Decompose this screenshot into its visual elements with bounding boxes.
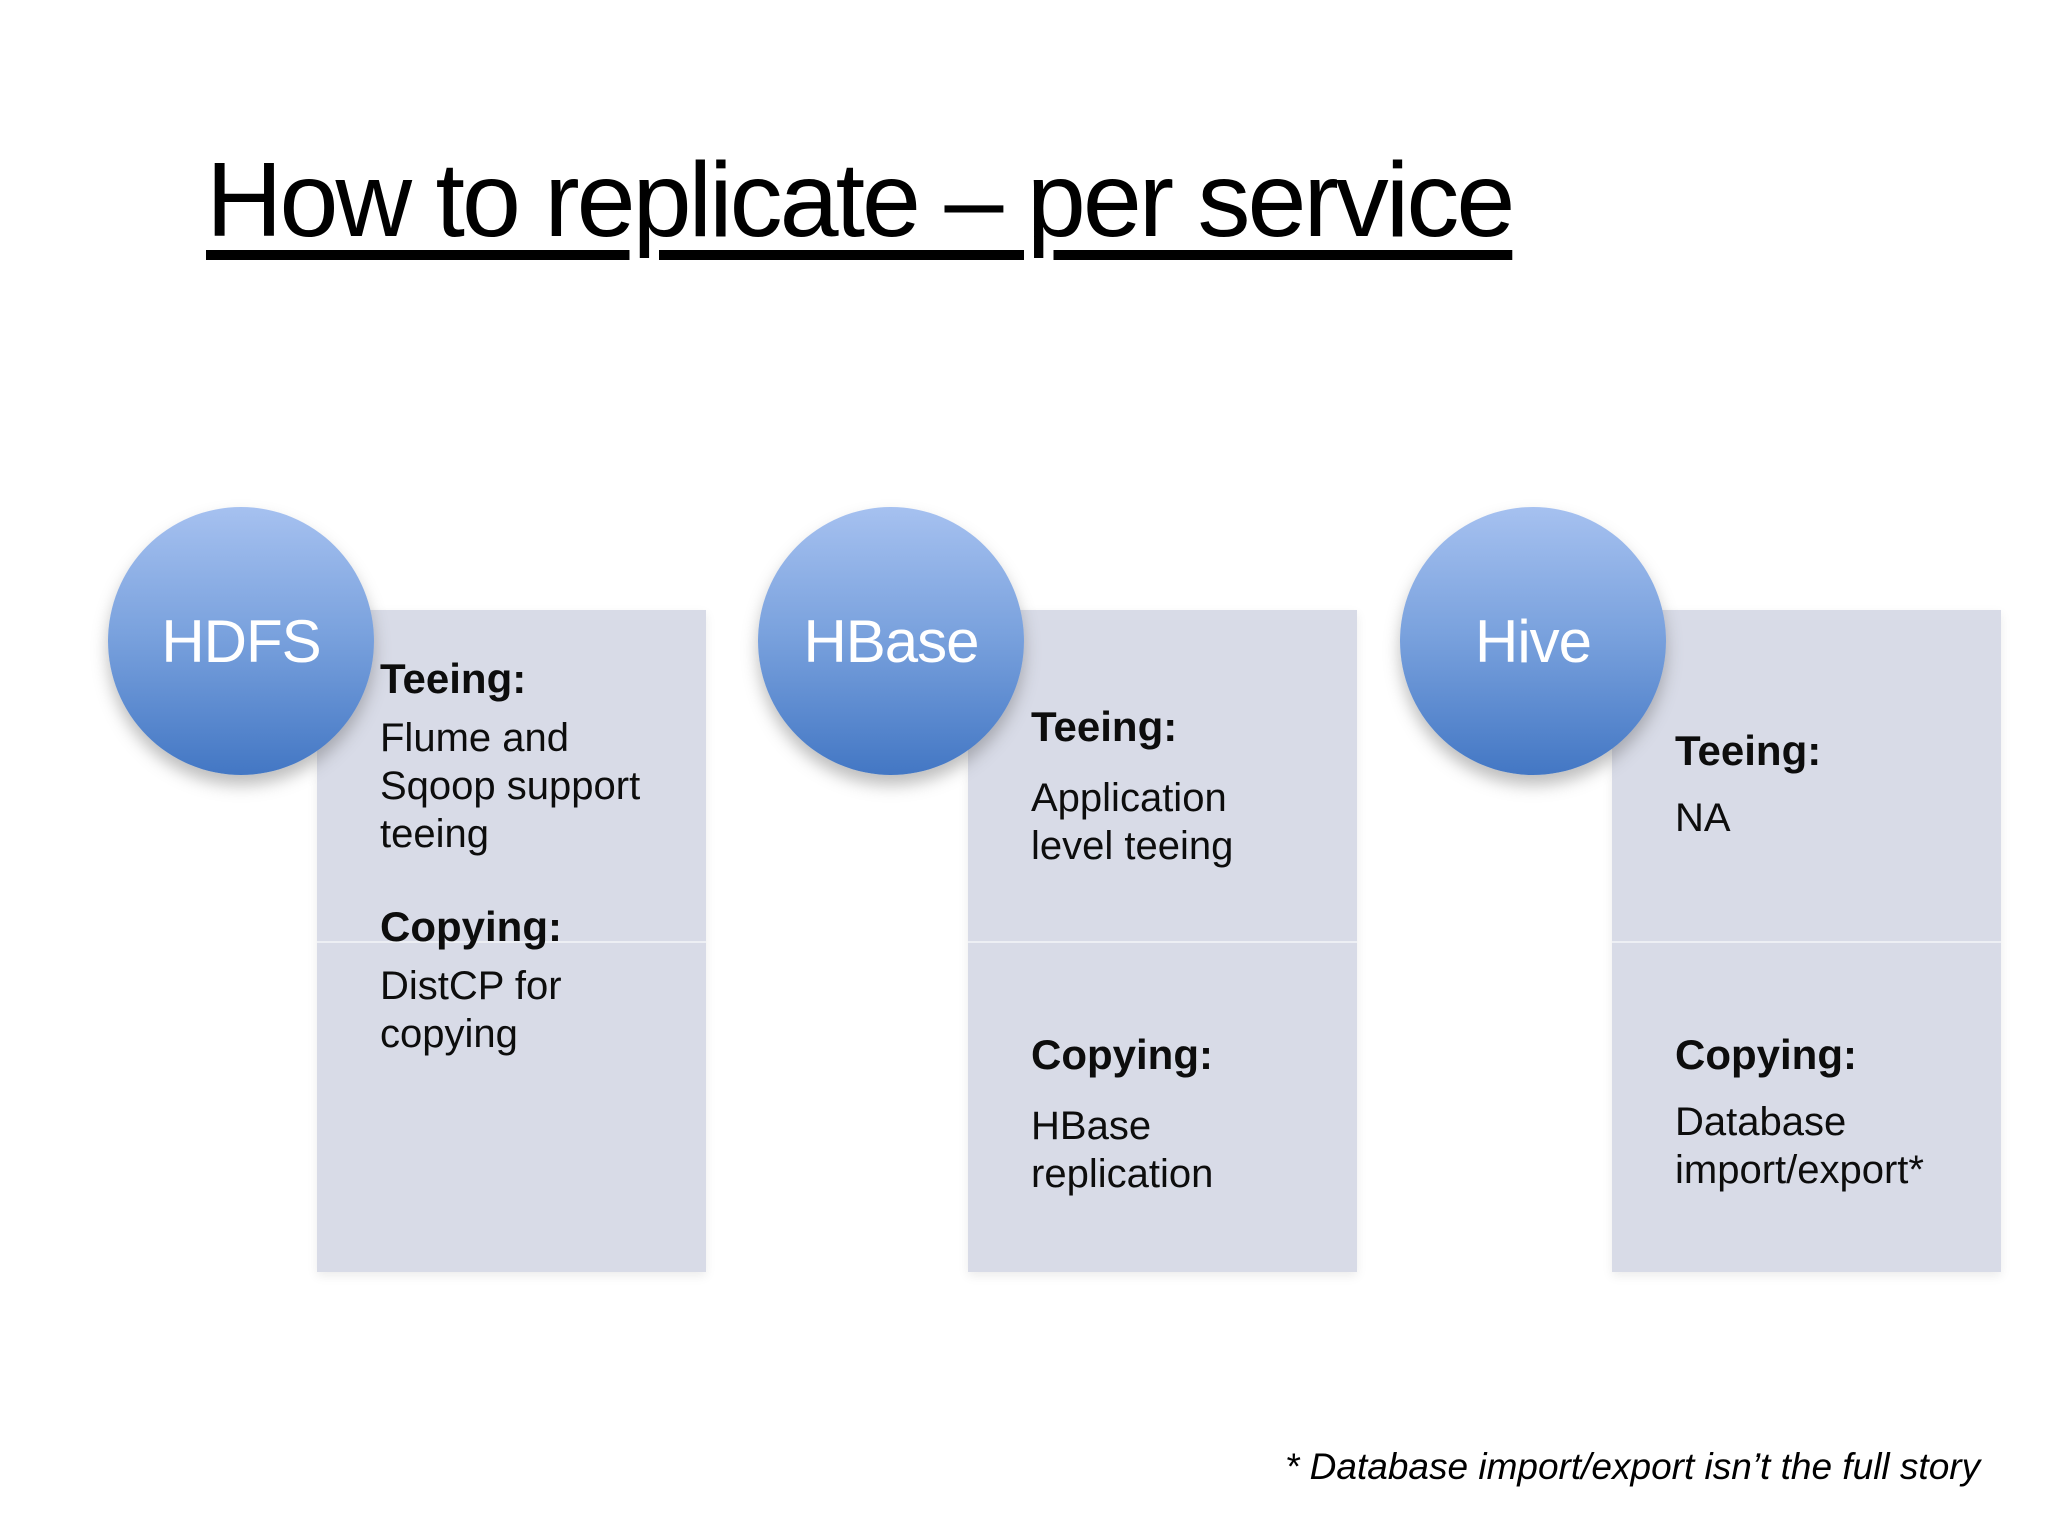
hbase-copying-line: HBase — [1031, 1104, 1152, 1148]
hive-copying-line: Database — [1675, 1100, 1847, 1144]
hive-teeing-section: Teeing: NA — [1675, 724, 2005, 842]
hbase-teeing-line: Application — [1031, 776, 1227, 820]
hbase-panel — [968, 610, 1357, 1272]
hdfs-copying-line: copying — [380, 1012, 518, 1056]
hive-circle: Hive — [1400, 507, 1666, 775]
hdfs-teeing-section: Teeing: Flume and Sqoop support teeing — [380, 652, 710, 858]
hbase-copying-heading: Copying: — [1031, 1031, 1213, 1078]
hdfs-copying-heading: Copying: — [380, 903, 562, 950]
hive-copying-section: Copying: Database import/export* — [1675, 1028, 2005, 1194]
hdfs-copying-line: DistCP for — [380, 964, 562, 1008]
hdfs-copying-section: Copying: DistCP for copying — [380, 900, 710, 1058]
hbase-circle-label: HBase — [803, 607, 979, 675]
hdfs-teeing-line: Flume and — [380, 716, 569, 760]
hdfs-panel — [317, 610, 706, 1272]
hbase-copying-line: replication — [1031, 1152, 1214, 1196]
hbase-teeing-heading: Teeing: — [1031, 703, 1178, 750]
hdfs-circle-label: HDFS — [161, 607, 321, 675]
hbase-teeing-line: level teeing — [1031, 824, 1234, 868]
hdfs-teeing-heading: Teeing: — [380, 655, 527, 702]
hive-teeing-heading: Teeing: — [1675, 727, 1822, 774]
hbase-teeing-section: Teeing: Application level teeing — [1031, 700, 1361, 870]
hive-copying-heading: Copying: — [1675, 1031, 1857, 1078]
slide-title: How to replicate – per service — [206, 141, 1515, 259]
hive-teeing-line: NA — [1675, 796, 1731, 840]
hive-circle-label: Hive — [1474, 607, 1592, 675]
hbase-circle: HBase — [758, 507, 1024, 775]
footnote: * Database import/export isn’t the full … — [1285, 1446, 1981, 1487]
hive-copying-line: import/export* — [1675, 1148, 1924, 1192]
hbase-copying-section: Copying: HBase replication — [1031, 1028, 1361, 1198]
hive-panel — [1612, 610, 2001, 1272]
hdfs-teeing-line: teeing — [380, 812, 489, 856]
hdfs-teeing-line: Sqoop support — [380, 764, 641, 808]
hdfs-circle: HDFS — [108, 507, 374, 775]
